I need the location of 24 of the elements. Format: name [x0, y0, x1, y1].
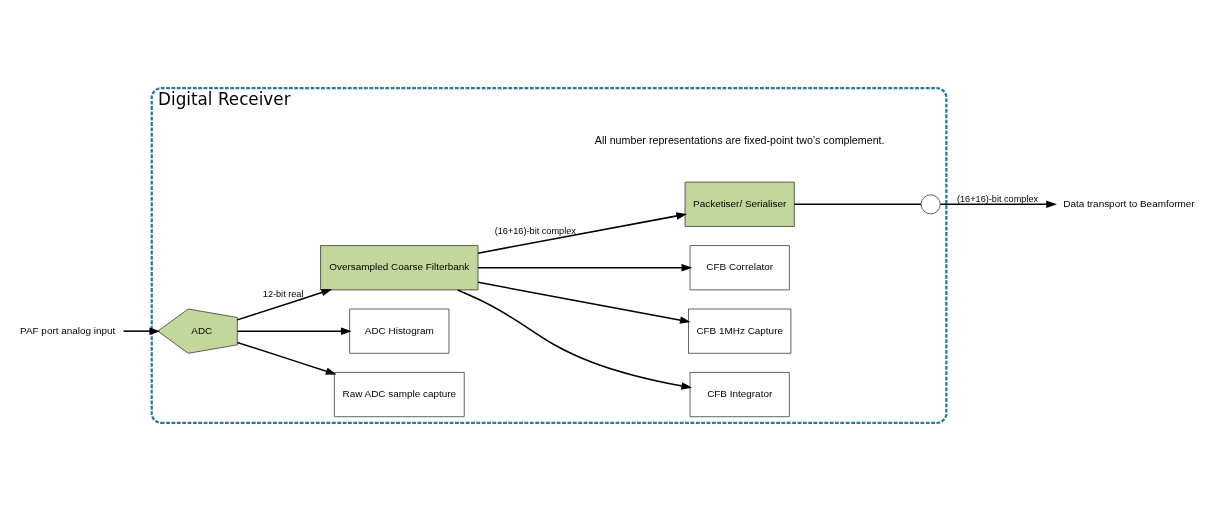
arrow — [122, 327, 161, 335]
arrow — [477, 263, 693, 272]
arrow — [477, 212, 688, 254]
node-text: PAF port analog input — [20, 324, 116, 336]
connector — [793, 203, 922, 206]
arrow — [236, 327, 352, 335]
arrow — [456, 289, 693, 390]
arrow — [477, 281, 691, 324]
edge-label: (16+16)-bit complex — [494, 225, 576, 236]
node-box: ADC Histogram — [349, 308, 450, 354]
node-box: Packetiser/ Serialiser — [684, 181, 795, 227]
edge-label: (16+16)-bit complex — [956, 193, 1039, 204]
arrow — [236, 341, 337, 375]
node-box: Oversampled Coarse Filterbank — [320, 245, 479, 291]
node-box: Raw ADC sample capture — [333, 372, 465, 418]
arrow — [236, 288, 333, 321]
node-box: CFB 1MHz Capture — [688, 308, 792, 354]
node-text: Data transport to Beamformer — [1063, 197, 1195, 209]
node-circle — [920, 194, 941, 215]
arrow — [939, 200, 1057, 209]
edge-label: 12-bit real — [262, 289, 304, 300]
node-box: CFB Correlator — [689, 245, 790, 291]
label: All number representations are fixed-point two’s complement. — [594, 133, 885, 146]
node-box: CFB Integrator — [689, 372, 790, 418]
